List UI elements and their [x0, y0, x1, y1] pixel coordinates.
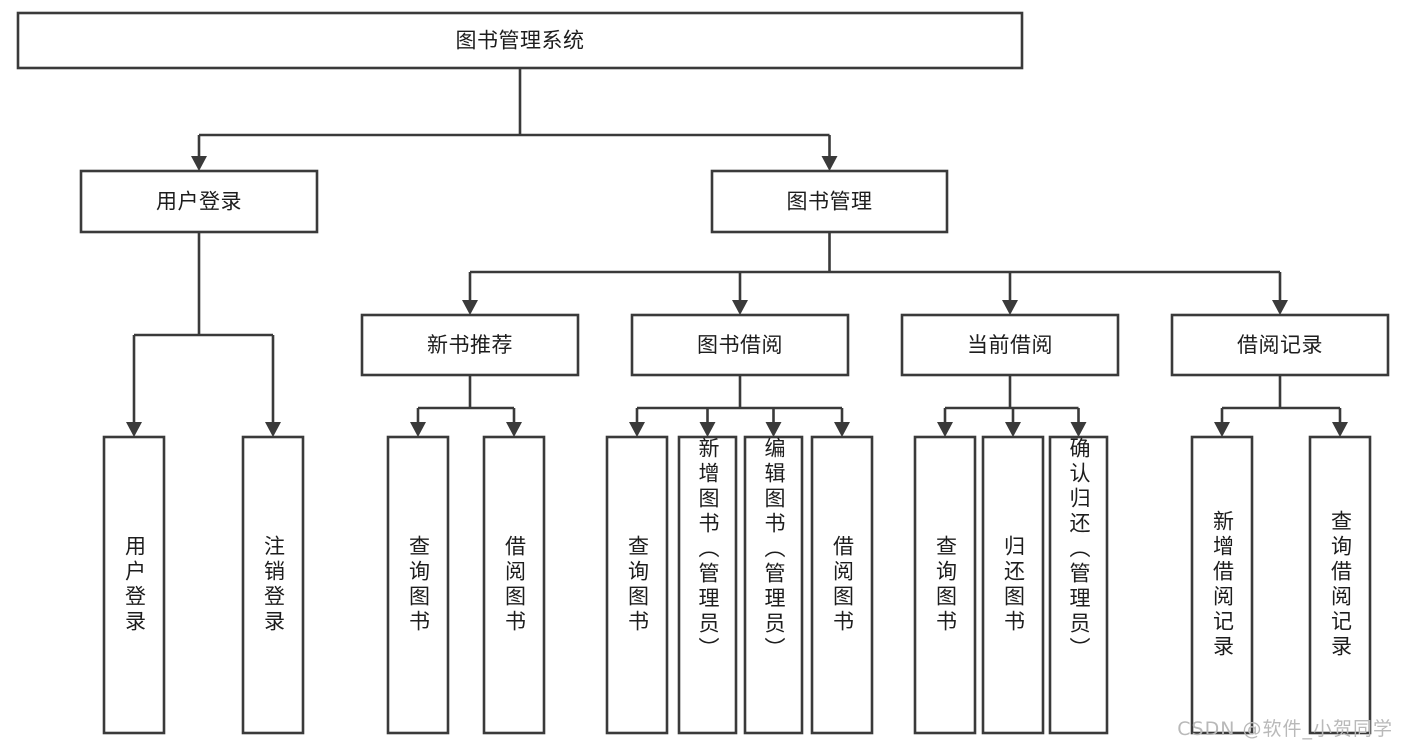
node-leaf-查询图书-221[interactable]	[605, 435, 669, 735]
connector-l3-2-3-branch-2-arrowhead	[1005, 422, 1021, 437]
node-leaf-注销登录-12-rect[interactable]	[241, 435, 305, 735]
node-leaf-查询借阅记录-242[interactable]	[1308, 435, 1372, 735]
node-l2-用户登录-label: 用户登录	[156, 190, 242, 214]
node-leaf-查询图书-211-rect[interactable]	[386, 435, 450, 735]
node-root-图书管理系统-label: 图书管理系统	[456, 29, 585, 53]
node-l3-新书推荐-21-label: 新书推荐	[427, 333, 513, 357]
node-leaf-借阅图书-212-rect[interactable]	[482, 435, 546, 735]
connector-l3-2-4-branch-1-arrowhead	[1214, 422, 1230, 437]
connector-l2-2-branch-1-arrowhead	[462, 300, 478, 315]
node-leaf-借阅图书-224[interactable]	[810, 435, 874, 735]
node-l2-图书管理-label: 图书管理	[787, 190, 873, 214]
node-l3-图书借阅-22[interactable]: 图书借阅	[630, 313, 850, 377]
node-l2-图书管理-rect[interactable]	[710, 169, 949, 234]
connector-l2-2-branch-2-arrowhead	[732, 300, 748, 315]
node-leaf-借阅图书-212[interactable]	[482, 435, 546, 735]
node-leaf-编辑图书管理员-223[interactable]	[743, 435, 804, 735]
node-leaf-归还图书-232[interactable]	[981, 435, 1045, 735]
connector-l2-2-branch-4-arrowhead	[1272, 300, 1288, 315]
node-leaf-用户登录-11-rect[interactable]	[102, 435, 166, 735]
node-root-图书管理系统[interactable]: 图书管理系统	[16, 11, 1024, 70]
node-leaf-确认归还管理员-233-rect[interactable]	[1048, 435, 1109, 735]
node-leaf-用户登录-11[interactable]	[102, 435, 166, 735]
node-l3-借阅记录-24[interactable]: 借阅记录	[1170, 313, 1390, 377]
connector-l3-2-2-branch-4-arrowhead	[834, 422, 850, 437]
connector-l3-2-3-branch-3-arrowhead	[1070, 422, 1087, 437]
connector-l3-2-1-branch-1-arrowhead	[410, 422, 426, 437]
connector-root-branch-1-arrowhead	[191, 156, 207, 171]
node-l3-当前借阅-23-label: 当前借阅	[967, 333, 1053, 357]
connector-l2-1-branch-2-arrowhead	[265, 422, 281, 437]
node-leaf-新增借阅记录-241[interactable]	[1190, 435, 1254, 735]
node-leaf-查询图书-211[interactable]	[386, 435, 450, 735]
node-leaf-注销登录-12[interactable]	[241, 435, 305, 735]
node-leaf-归还图书-232-rect[interactable]	[981, 435, 1045, 735]
node-leaf-新增图书管理员-222[interactable]	[677, 435, 738, 735]
connector-l3-2-1-branch-2-arrowhead	[506, 422, 522, 437]
node-l2-图书管理[interactable]: 图书管理	[710, 169, 949, 234]
node-l2-用户登录[interactable]: 用户登录	[79, 169, 319, 234]
node-l3-新书推荐-21[interactable]: 新书推荐	[360, 313, 580, 377]
node-leaf-编辑图书管理员-223-rect[interactable]	[743, 435, 804, 735]
connector-root-branch-2-arrowhead	[821, 156, 838, 171]
node-leaf-确认归还管理员-233[interactable]	[1048, 435, 1109, 735]
node-l3-当前借阅-23-rect[interactable]	[900, 313, 1120, 377]
node-leaf-查询借阅记录-242-rect[interactable]	[1308, 435, 1372, 735]
node-l3-借阅记录-24-label: 借阅记录	[1237, 333, 1323, 357]
node-leaf-新增借阅记录-241-rect[interactable]	[1190, 435, 1254, 735]
node-l3-当前借阅-23[interactable]: 当前借阅	[900, 313, 1120, 377]
node-l3-借阅记录-24-rect[interactable]	[1170, 313, 1390, 377]
connector-l3-2-3-branch-1-arrowhead	[937, 422, 953, 437]
connector-l2-1-branch-1-arrowhead	[126, 422, 142, 437]
node-leaf-查询图书-231-rect[interactable]	[913, 435, 977, 735]
node-l3-图书借阅-22-rect[interactable]	[630, 313, 850, 377]
node-l3-图书借阅-22-label: 图书借阅	[697, 333, 783, 357]
connector-l2-2-branch-3-arrowhead	[1002, 300, 1018, 315]
node-leaf-借阅图书-224-rect[interactable]	[810, 435, 874, 735]
node-leaf-新增图书管理员-222-rect[interactable]	[677, 435, 738, 735]
node-leaf-查询图书-221-rect[interactable]	[605, 435, 669, 735]
connector-l3-2-2-branch-3-arrowhead	[765, 422, 782, 437]
connector-l3-2-2-branch-2-arrowhead	[699, 422, 716, 437]
connector-l3-2-2-branch-1-arrowhead	[629, 422, 645, 437]
node-l3-新书推荐-21-rect[interactable]	[360, 313, 580, 377]
node-root-图书管理系统-rect[interactable]	[16, 11, 1024, 70]
connector-l3-2-4-branch-2-arrowhead	[1332, 422, 1348, 437]
node-leaf-查询图书-231[interactable]	[913, 435, 977, 735]
